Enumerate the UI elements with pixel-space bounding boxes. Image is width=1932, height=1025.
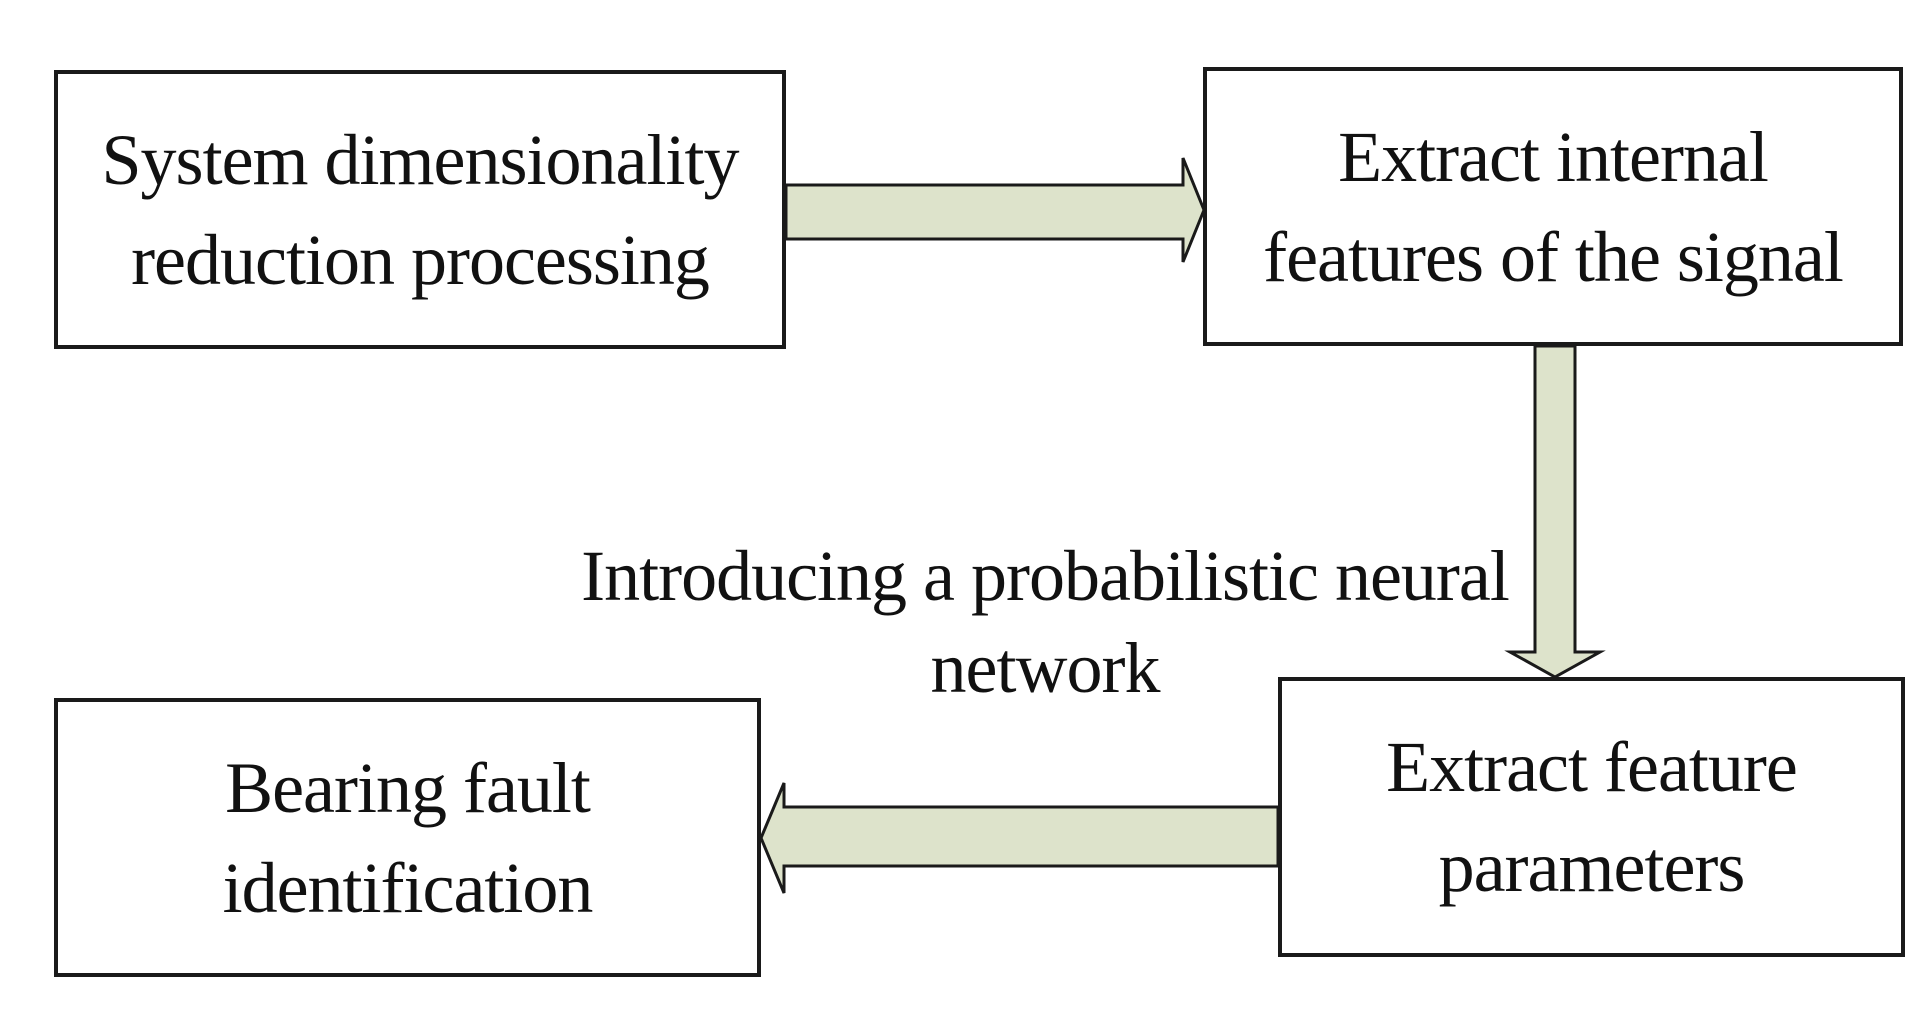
- arrow-extract-internal-to-feature-parameters: [1504, 344, 1606, 679]
- node-extract-internal-features: Extract internal features of the signal: [1203, 67, 1903, 346]
- node-label-line: Extract internal: [1338, 116, 1769, 197]
- arrow-feature-parameters-to-bearing-fault: [759, 782, 1280, 894]
- node-label-line: features of the signal: [1263, 216, 1844, 297]
- node-label-line: Bearing fault: [225, 747, 591, 828]
- node-label-line: reduction processing: [131, 219, 710, 300]
- edge-label-line: Introducing a probabilistic neural: [581, 536, 1510, 616]
- arrow-system-to-extract-internal: [784, 157, 1206, 263]
- node-label-line: parameters: [1438, 827, 1746, 907]
- node-bearing-fault-identification: Bearing fault identification: [54, 698, 761, 977]
- edge-label-line: network: [930, 628, 1161, 708]
- node-label-line: System dimensionality: [101, 119, 740, 200]
- node-label-line: Extract feature: [1386, 727, 1798, 807]
- edge-label-probabilistic-neural-network: Introducing a probabilistic neural netwo…: [560, 530, 1530, 714]
- node-system-dimensionality-reduction: System dimensionality reduction processi…: [54, 70, 786, 349]
- node-label-line: identification: [222, 847, 594, 928]
- node-extract-feature-parameters: Extract feature parameters: [1278, 677, 1905, 957]
